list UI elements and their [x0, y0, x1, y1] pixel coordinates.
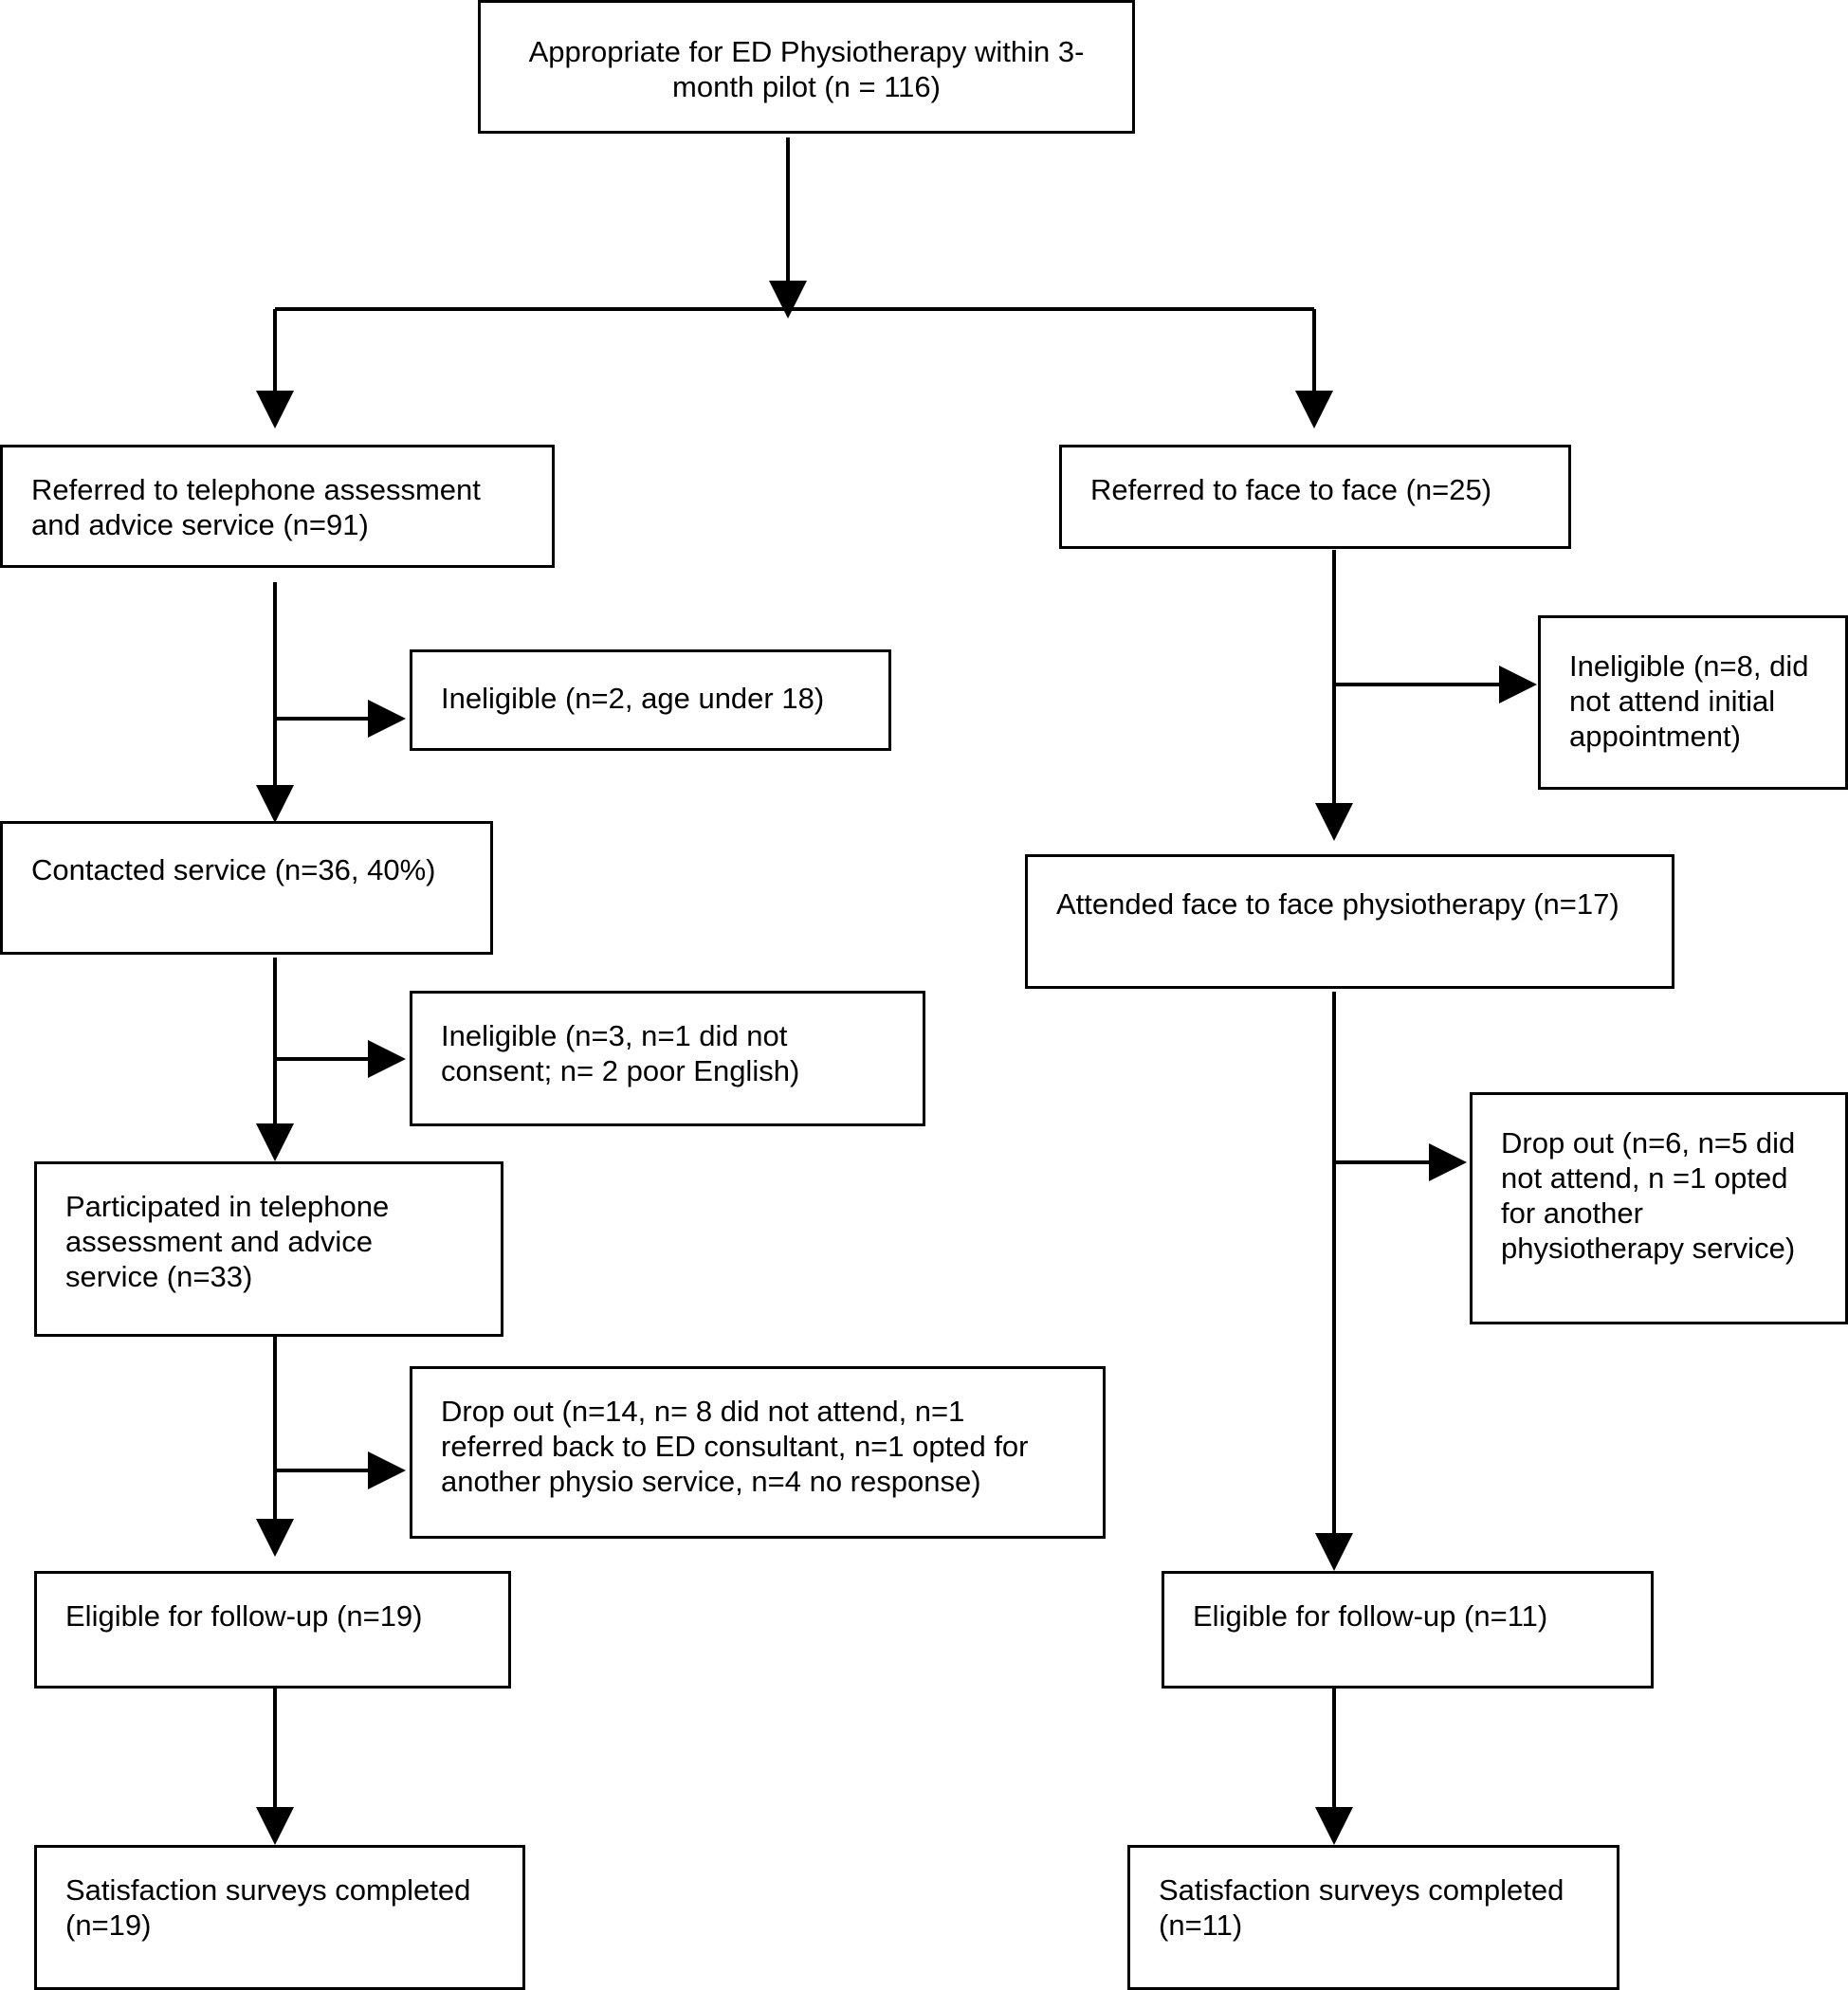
box-dropout-telephone: Drop out (n=14, n= 8 did not attend, n=1… [410, 1366, 1106, 1539]
box-participated: Participated in telephone assessment and… [34, 1161, 503, 1337]
box-contacted-text: Contacted service (n=36, 40%) [31, 853, 436, 886]
box-contacted: Contacted service (n=36, 40%) [0, 821, 493, 955]
box-surveys-telephone-text: Satisfaction surveys completed (n=19) [65, 1873, 471, 1942]
box-eligible-face-text: Eligible for follow-up (n=11) [1193, 1599, 1548, 1633]
box-eligible-telephone-text: Eligible for follow-up (n=19) [65, 1599, 423, 1633]
box-dropout-face-text: Drop out (n=6, n=5 did not attend, n =1 … [1501, 1126, 1796, 1265]
box-participated-text: Participated in telephone assessment and… [65, 1190, 390, 1293]
box-appropriate-text: Appropriate for ED Physiotherapy within … [528, 35, 1085, 103]
box-telephone-referred-text: Referred to telephone assessment and adv… [31, 473, 481, 541]
box-surveys-face-text: Satisfaction surveys completed (n=11) [1159, 1873, 1564, 1942]
box-ineligible-face-text: Ineligible (n=8, did not attend initial … [1569, 649, 1809, 753]
box-eligible-face: Eligible for follow-up (n=11) [1162, 1571, 1654, 1689]
box-eligible-telephone: Eligible for follow-up (n=19) [34, 1571, 511, 1689]
box-face-referred: Referred to face to face (n=25) [1059, 445, 1571, 549]
box-ineligible-consent: Ineligible (n=3, n=1 did not consent; n=… [410, 991, 925, 1126]
box-ineligible-face: Ineligible (n=8, did not attend initial … [1538, 615, 1848, 790]
box-telephone-referred: Referred to telephone assessment and adv… [0, 445, 555, 568]
box-attended-face-text: Attended face to face physiotherapy (n=1… [1056, 887, 1619, 921]
box-appropriate: Appropriate for ED Physiotherapy within … [478, 0, 1135, 134]
box-dropout-face: Drop out (n=6, n=5 did not attend, n =1 … [1470, 1092, 1848, 1324]
box-surveys-telephone: Satisfaction surveys completed (n=19) [34, 1845, 525, 1990]
box-dropout-telephone-text: Drop out (n=14, n= 8 did not attend, n=1… [441, 1395, 1029, 1498]
box-ineligible-age: Ineligible (n=2, age under 18) [410, 649, 891, 751]
box-attended-face: Attended face to face physiotherapy (n=1… [1025, 854, 1674, 989]
box-surveys-face: Satisfaction surveys completed (n=11) [1127, 1845, 1619, 1990]
box-ineligible-age-text: Ineligible (n=2, age under 18) [441, 682, 825, 715]
box-face-referred-text: Referred to face to face (n=25) [1090, 473, 1492, 506]
box-ineligible-consent-text: Ineligible (n=3, n=1 did not consent; n=… [441, 1019, 800, 1087]
